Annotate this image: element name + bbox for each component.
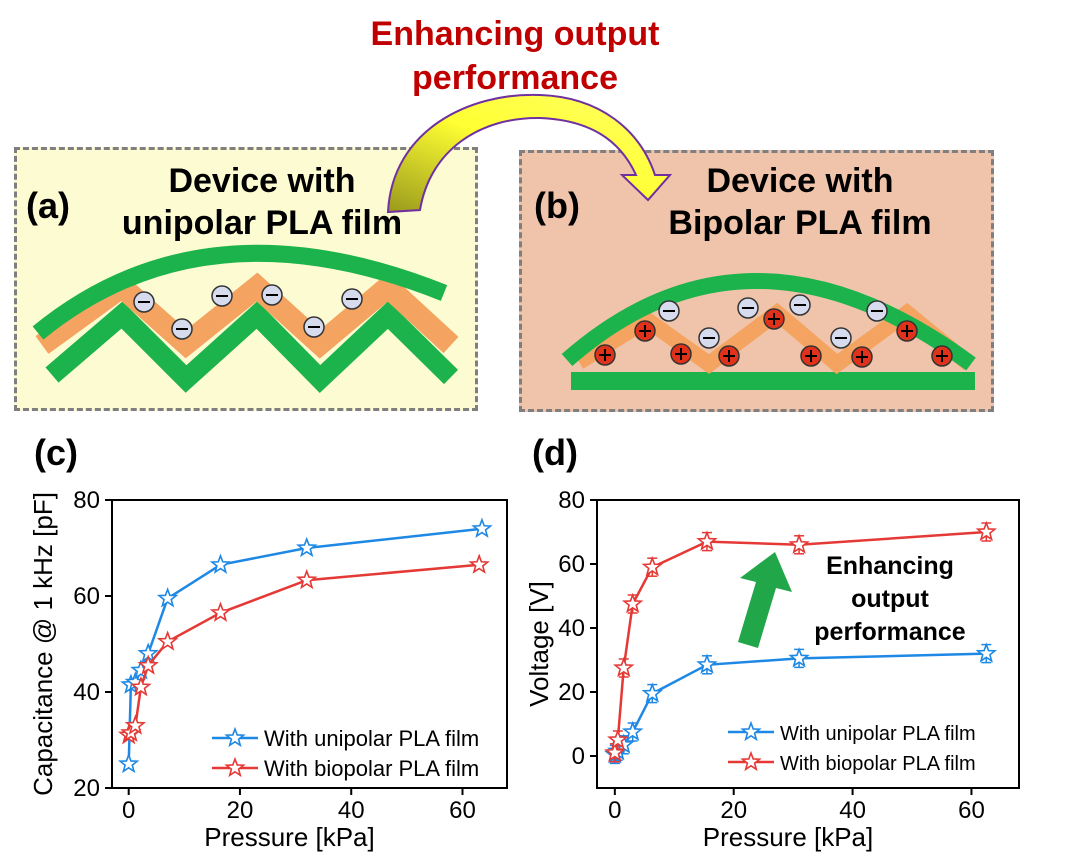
legend-star: [740, 720, 762, 742]
y-tick-label: 60: [73, 583, 100, 610]
data-point-star: [788, 533, 810, 554]
y-tick-label: 40: [558, 615, 585, 642]
x-tick-label: 60: [958, 797, 985, 824]
data-point-star: [788, 647, 810, 668]
y-tick-label: 20: [558, 679, 585, 706]
data-point-star: [468, 553, 490, 574]
data-point-star: [613, 656, 635, 678]
data-point-star: [137, 654, 159, 675]
x-tick-label: 20: [720, 797, 747, 824]
data-point-star: [117, 752, 140, 774]
data-point-star: [156, 587, 179, 608]
data-point-star: [696, 653, 718, 674]
legend-label: With unipolar PLA film: [264, 726, 479, 751]
y-tick-label: 0: [572, 743, 585, 770]
data-point-star: [641, 682, 664, 703]
x-tick-label: 40: [338, 797, 365, 824]
positive-charges-b: [594, 308, 953, 368]
data-point-star: [156, 630, 179, 651]
data-point-star: [607, 728, 629, 750]
series-line: [613, 530, 987, 754]
data-point-star: [295, 568, 318, 590]
y-tick-label: 20: [73, 775, 100, 802]
curved-arrow-shape: [386, 93, 673, 214]
header-line-2: performance: [412, 59, 618, 97]
legend-star: [740, 750, 762, 772]
data-point-star: [604, 741, 626, 762]
panel-b-title: Device with Bipolar PLA film: [620, 160, 980, 244]
legend-star: [224, 726, 246, 748]
panel-b-letter: (b): [534, 185, 580, 226]
panel-d-letter: (d): [532, 432, 578, 473]
data-point-star: [621, 592, 644, 614]
data-point-star: [130, 675, 152, 697]
x-tick-label: 0: [608, 797, 621, 824]
negative-charges-b: [658, 294, 888, 349]
x-tick-label: 40: [839, 797, 866, 824]
x-tick-label: 0: [122, 797, 135, 824]
x-tick-label: 20: [227, 797, 254, 824]
panel-a-title: Device with unipolar PLA film: [82, 160, 442, 244]
plot-frame: [111, 499, 508, 789]
y-tick-label: 60: [558, 551, 585, 578]
data-point-star: [975, 642, 998, 663]
data-point-star: [621, 720, 644, 742]
panel-a-title-line-1: Device with: [168, 162, 356, 200]
data-point-star: [124, 714, 147, 735]
annotation-text: performance: [814, 618, 966, 646]
x-axis-label: Pressure [kPa]: [703, 822, 874, 852]
negative-charges-a: [133, 284, 363, 340]
panel-a-diagram: [32, 244, 459, 393]
y-tick-label: 80: [73, 487, 100, 514]
annotation-text: output: [851, 585, 929, 613]
header-line-1: Enhancing output: [370, 15, 660, 53]
x-tick-label: 60: [449, 797, 476, 824]
enhance-arrow: [738, 552, 792, 648]
data-point-star: [975, 520, 998, 542]
plot-frame: [596, 499, 1020, 789]
legend-label: With unipolar PLA film: [780, 723, 976, 745]
x-axis-label: Pressure [kPa]: [204, 822, 375, 852]
data-point-star: [209, 601, 232, 622]
green-arc-a: [32, 244, 448, 340]
panel-c-letter: (c): [34, 432, 78, 473]
y-tick-label: 80: [558, 487, 585, 514]
data-point-star: [471, 517, 493, 538]
data-point-star: [295, 536, 318, 558]
header-title: Enhancing output performance: [290, 12, 740, 100]
y-tick-label: 40: [73, 679, 100, 706]
panel-a-title-line-2: unipolar PLA film: [121, 204, 403, 242]
annotation-text: Enhancing: [826, 552, 954, 580]
panel-a-letter: (a): [26, 185, 70, 226]
green-base-b: [571, 372, 975, 390]
panel-b-diagram: [561, 273, 976, 390]
data-point-star: [696, 530, 718, 551]
panel-b-title-line-2: Bipolar PLA film: [668, 204, 932, 242]
panel-b-title-line-1: Device with: [706, 162, 894, 200]
green-zigzag-a: [45, 301, 459, 393]
y-axis-label: Voltage [V]: [524, 581, 554, 707]
legend-label: With biopolar PLA film: [264, 756, 479, 781]
data-point-star: [641, 555, 664, 577]
legend-label: With biopolar PLA film: [780, 753, 976, 775]
data-point-star: [209, 553, 232, 574]
y-axis-label: Capacitance @ 1 kHz [pF]: [28, 492, 58, 796]
legend-star: [224, 756, 246, 778]
